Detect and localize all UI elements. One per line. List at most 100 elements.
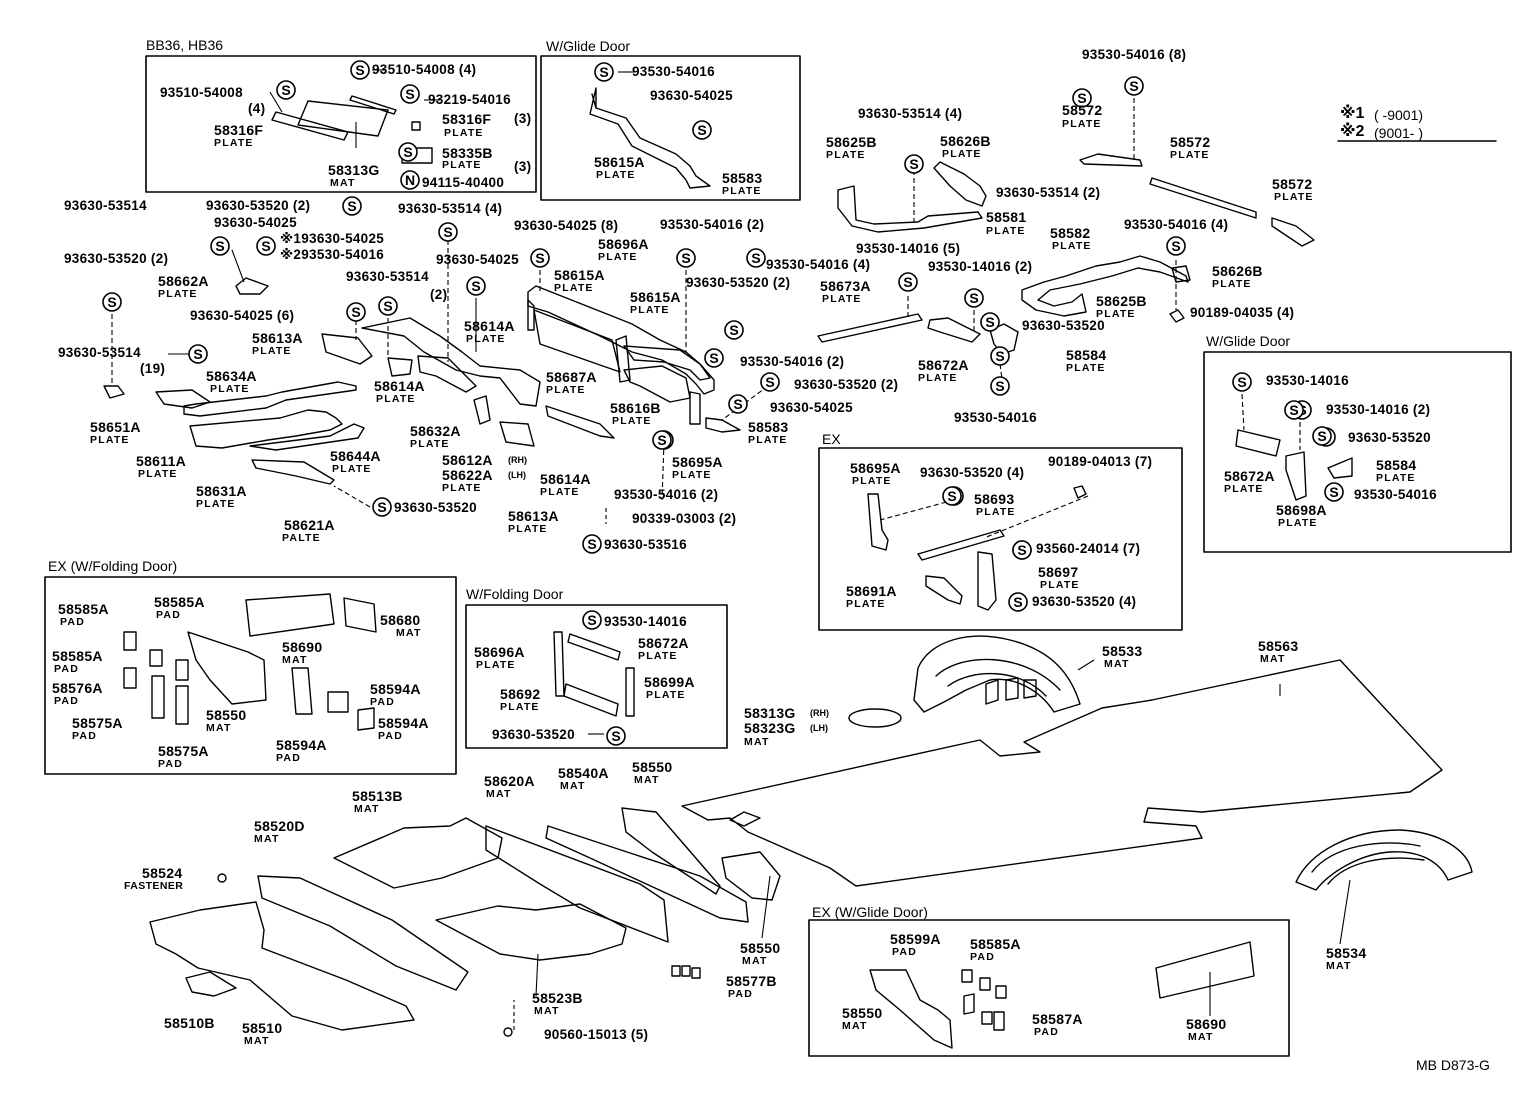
part-number: 93530-14016 xyxy=(604,614,687,629)
svg-text:S: S xyxy=(969,290,978,306)
svg-text:S: S xyxy=(995,378,1004,394)
part-number: 58599A xyxy=(890,931,941,947)
part-type: PLATE xyxy=(748,434,788,446)
svg-text:S: S xyxy=(347,198,356,214)
part-number: 58691A xyxy=(846,583,897,599)
part-number: 58690 xyxy=(282,639,323,655)
part-number: 93630-53520 (2) xyxy=(206,198,311,213)
screw-marker: S xyxy=(1312,426,1332,446)
part-number: 58615A xyxy=(554,267,605,283)
part-type: PLATE xyxy=(1212,278,1252,290)
part-type: PLATE xyxy=(1224,483,1264,495)
screw-marker: S xyxy=(652,430,672,450)
part-qty: (4) xyxy=(248,101,266,116)
part-number: 58513B xyxy=(352,788,403,804)
svg-text:S: S xyxy=(403,144,412,160)
part-number: 58626B xyxy=(940,133,991,149)
screw-marker: S xyxy=(964,288,984,308)
part-number: 58687A xyxy=(546,369,597,385)
svg-text:S: S xyxy=(587,536,596,552)
part-qty: (2) xyxy=(430,287,448,302)
part-number: 58585A xyxy=(154,594,205,610)
part-type: MAT xyxy=(282,654,308,666)
part-type: MAT xyxy=(742,955,768,967)
part-number: 58693 xyxy=(974,491,1015,507)
part-number: 58313G xyxy=(328,162,380,178)
part-number: 93219-54016 xyxy=(428,92,511,107)
part-number: 58612A xyxy=(442,452,493,468)
part-number: 93630-53520 (2) xyxy=(64,251,169,266)
part-number: 93530-54016 (4) xyxy=(1124,217,1229,232)
part-type: PLATE xyxy=(1170,149,1210,161)
part-type: PLATE xyxy=(252,345,292,357)
part-qty: (3) xyxy=(514,111,532,126)
part-type: PLATE xyxy=(852,475,892,487)
part-type: PLATE xyxy=(846,598,886,610)
part-number: 93510-54008 (4) xyxy=(372,62,477,77)
screw-marker: S xyxy=(1072,88,1092,108)
part-type: MAT xyxy=(354,803,380,815)
svg-text:S: S xyxy=(383,298,392,314)
part-type: MAT xyxy=(1104,658,1130,670)
document-reference: MB D873-G xyxy=(1416,1057,1490,1073)
part-number: 90339-03003 (2) xyxy=(632,511,737,526)
part-type: PLATE xyxy=(138,468,178,480)
part-number: 58695A xyxy=(672,454,723,470)
screw-marker: S xyxy=(594,62,614,82)
part-number: 58576A xyxy=(52,680,103,696)
part-number: 58697 xyxy=(1038,564,1079,580)
part-type: PLATE xyxy=(442,482,482,494)
screw-marker: S xyxy=(582,610,602,630)
svg-text:N: N xyxy=(405,172,415,188)
svg-text:S: S xyxy=(351,304,360,320)
svg-text:S: S xyxy=(215,238,224,254)
part-number: 93630-53520 xyxy=(492,727,575,742)
part-number: 58696A xyxy=(474,644,525,660)
part-suffix: (RH) xyxy=(508,455,527,465)
part-number: 58698A xyxy=(1276,502,1327,518)
part-number: 93630-53520 xyxy=(394,500,477,515)
svg-text:S: S xyxy=(1013,594,1022,610)
svg-text:S: S xyxy=(281,82,290,98)
box-ex-folding-door xyxy=(44,576,457,775)
part-number: 93630-53514 xyxy=(64,198,147,213)
part-number: 58584 xyxy=(1066,347,1107,363)
part-number: 58672A xyxy=(918,357,969,373)
part-type: MAT xyxy=(1260,653,1286,665)
part-number: 58594A xyxy=(370,681,421,697)
box-title: BB36, HB36 xyxy=(146,37,224,53)
part-type: PLATE xyxy=(376,393,416,405)
screw-marker: S xyxy=(704,348,724,368)
legend-range-1: ( -9001) xyxy=(1374,107,1424,123)
part-type: PLATE xyxy=(1062,118,1102,130)
part-type: PLATE xyxy=(826,149,866,161)
part-type: PLATE xyxy=(476,659,516,671)
part-type: PAD xyxy=(54,663,79,675)
part-type: PLATE xyxy=(1376,472,1416,484)
part-number: 58572 xyxy=(1170,134,1211,150)
part-number: 58540A xyxy=(558,765,609,781)
box-glide-door-2 xyxy=(1203,351,1512,553)
legend-mark-1: ※1 xyxy=(1340,105,1365,122)
part-type: PLATE xyxy=(442,159,482,171)
part-type: MAT xyxy=(560,780,586,792)
part-type: PLATE xyxy=(986,225,1026,237)
part-number: 58316F xyxy=(442,111,492,127)
screw-marker: S xyxy=(378,296,398,316)
part-number: 58634A xyxy=(206,368,257,384)
part-type: PLATE xyxy=(210,383,250,395)
screw-marker: S xyxy=(904,154,924,174)
screw-marker: S xyxy=(760,372,780,392)
svg-text:S: S xyxy=(261,238,270,254)
part-number: 93530-54016 (8) xyxy=(1082,47,1187,62)
part-suffix: (LH) xyxy=(508,470,526,480)
svg-text:S: S xyxy=(535,250,544,266)
part-number: 58585A xyxy=(52,648,103,664)
part-number: 58614A xyxy=(540,471,591,487)
part-type: PLATE xyxy=(822,293,862,305)
part-qty: (19) xyxy=(140,361,166,376)
part-number: 58316F xyxy=(214,122,264,138)
svg-text:S: S xyxy=(947,488,956,504)
screw-marker: S xyxy=(466,276,486,296)
part-type: PLATE xyxy=(444,127,484,139)
